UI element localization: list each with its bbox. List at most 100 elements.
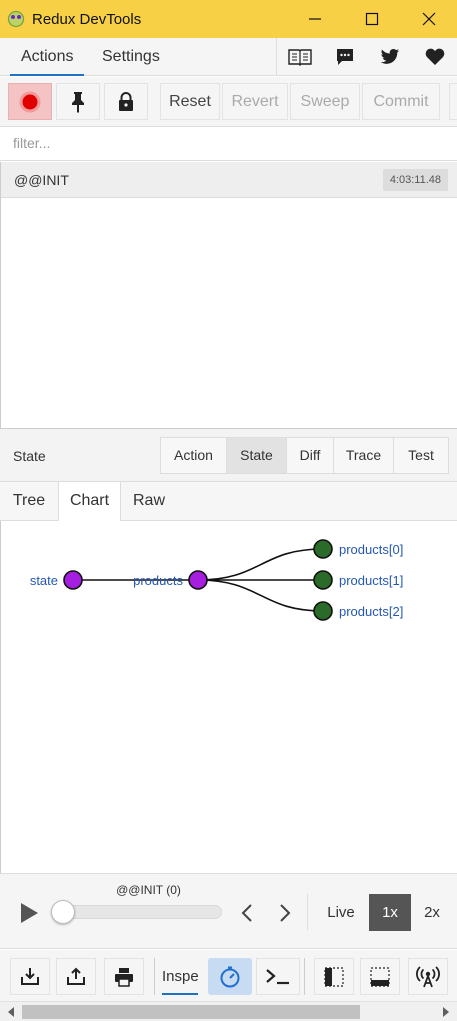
docs-button[interactable] (277, 38, 322, 76)
node-state[interactable] (63, 570, 83, 590)
more-toolbar-button[interactable] (449, 83, 457, 120)
state-chart: state products products[0] products[1] p… (0, 521, 457, 873)
terminal-icon (266, 968, 289, 984)
state-tree-chart: state products products[0] products[1] p… (30, 539, 403, 621)
lock-button[interactable] (104, 83, 148, 120)
current-action-label: @@INIT (0) (116, 883, 181, 897)
maximize-icon (365, 12, 378, 26)
book-icon (287, 49, 312, 66)
action-name: @@INIT (14, 172, 69, 188)
live-button[interactable]: Live (327, 904, 355, 921)
tab-inspector[interactable]: Inspector (162, 958, 198, 995)
arrow-right-icon (443, 1007, 449, 1017)
support-button[interactable] (412, 38, 457, 76)
node-products-1[interactable] (313, 570, 333, 590)
lock-icon (119, 91, 133, 111)
console-button[interactable] (256, 958, 300, 995)
tab-state[interactable]: State (227, 438, 287, 473)
dock-left-button[interactable] (314, 958, 354, 995)
link-products-0 (197, 548, 324, 581)
close-button[interactable] (400, 0, 457, 38)
feedback-button[interactable] (322, 38, 367, 76)
filter-input[interactable] (13, 127, 453, 159)
inspector-title: State (13, 448, 46, 464)
remote-button[interactable] (408, 958, 448, 995)
heart-icon (425, 48, 444, 65)
chat-icon (336, 49, 353, 65)
speed-1x-button[interactable]: 1x (369, 894, 411, 931)
tab-action[interactable]: Action (161, 438, 227, 473)
node-label-products-0: products[0] (339, 542, 403, 557)
action-timestamp: 4:03:11.48 (382, 169, 448, 191)
tab-actions[interactable]: Actions (9, 38, 86, 76)
link-products-2 (197, 579, 324, 612)
twitter-icon (380, 49, 399, 64)
tab-raw[interactable]: Raw (132, 492, 165, 509)
divider (304, 958, 305, 995)
timer-icon (220, 966, 240, 987)
state-view-tabs: Tree Chart Raw (0, 482, 457, 521)
list-item[interactable]: @@INIT 4:03:11.48 (1, 162, 457, 198)
next-action-button[interactable] (273, 900, 297, 926)
node-label-products-1: products[1] (339, 573, 403, 588)
scroll-left-arrow[interactable] (4, 1005, 18, 1019)
play-button[interactable] (14, 900, 44, 926)
filter-bar (0, 127, 457, 161)
broadcast-icon (416, 965, 440, 987)
play-icon (21, 903, 38, 923)
minimize-button[interactable] (286, 0, 343, 38)
inspector-header: State Action State Diff Trace Test (0, 428, 457, 482)
redux-logo-icon (6, 9, 26, 29)
bottom-toolbar: Inspector (0, 950, 457, 1001)
import-icon (21, 967, 39, 985)
commit-button[interactable]: Commit (362, 83, 440, 120)
node-products[interactable] (188, 570, 208, 590)
sweep-button[interactable]: Sweep (290, 83, 360, 120)
import-button[interactable] (10, 958, 50, 995)
print-icon (115, 967, 133, 987)
dock-left-icon (324, 966, 344, 987)
twitter-button[interactable] (367, 38, 412, 76)
reset-button[interactable]: Reset (160, 83, 220, 120)
horizontal-scrollbar[interactable] (0, 1001, 457, 1021)
tab-trace[interactable]: Trace (334, 438, 394, 473)
maximize-button[interactable] (343, 0, 400, 38)
slider-handle[interactable] (51, 900, 75, 924)
divider (307, 894, 308, 930)
tab-chart[interactable]: Chart (58, 482, 121, 521)
tab-settings[interactable]: Settings (102, 48, 160, 65)
close-icon (422, 12, 435, 26)
node-label-products: products (133, 573, 183, 588)
time-travel-slider: @@INIT (0) Live 1x 2x (0, 873, 457, 949)
tab-tree[interactable]: Tree (12, 492, 46, 509)
node-label-products-2: products[2] (339, 604, 403, 619)
actions-toolbar: Reset Revert Sweep Commit (0, 77, 457, 127)
revert-button[interactable]: Revert (222, 83, 288, 120)
scrollbar-thumb[interactable] (22, 1005, 360, 1019)
minimize-icon (308, 18, 321, 20)
record-button[interactable] (8, 83, 52, 120)
chevron-right-icon (280, 904, 291, 922)
title-bar: Redux DevTools (0, 0, 457, 38)
dock-bottom-button[interactable] (360, 958, 400, 995)
divider (154, 958, 155, 995)
export-button[interactable] (56, 958, 96, 995)
record-icon (19, 91, 41, 112)
print-button[interactable] (104, 958, 144, 995)
monitor-button[interactable] (208, 958, 252, 995)
action-list: @@INIT 4:03:11.48 (0, 162, 457, 428)
previous-action-button[interactable] (235, 900, 259, 926)
speed-2x-button[interactable]: 2x (424, 904, 440, 921)
node-products-0[interactable] (313, 539, 333, 559)
tab-diff[interactable]: Diff (287, 438, 334, 473)
top-tabs: Actions Settings (0, 38, 457, 76)
inspector-tabs: Action State Diff Trace Test (160, 437, 449, 474)
scroll-right-arrow[interactable] (439, 1005, 453, 1019)
node-products-2[interactable] (313, 601, 333, 621)
slider-track[interactable] (52, 905, 222, 919)
export-icon (67, 967, 85, 985)
pin-button[interactable] (56, 83, 100, 120)
chevron-left-icon (241, 904, 252, 922)
tab-test[interactable]: Test (408, 447, 434, 463)
window-title: Redux DevTools (32, 10, 142, 28)
